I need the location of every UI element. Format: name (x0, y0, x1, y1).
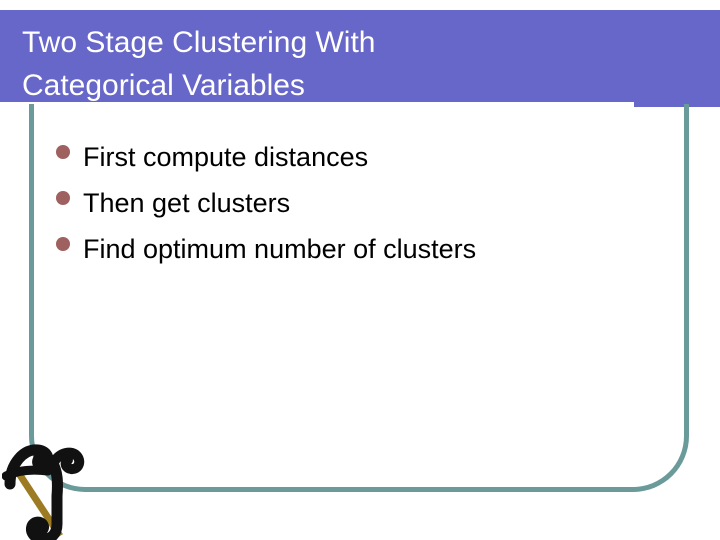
bullet-dot-icon (56, 145, 70, 159)
list-item-label: First compute distances (83, 142, 369, 172)
script-letter-f-monogram-icon (2, 444, 85, 540)
title-banner: Two Stage Clustering With Categorical Va… (0, 10, 720, 108)
list-item: Then get clusters (56, 180, 656, 226)
bullet-dot-icon (56, 237, 70, 251)
list-item-label: Then get clusters (83, 188, 291, 218)
slide-title: Two Stage Clustering With Categorical Va… (22, 26, 376, 102)
list-item: Find optimum number of clusters (56, 226, 656, 272)
monogram-stem-icon (4, 444, 63, 540)
monogram-flourish-icon (49, 447, 85, 475)
bullet-list: First compute distances Then get cluster… (56, 134, 656, 272)
monogram-crossbar-icon (2, 465, 53, 481)
list-item: First compute distances (56, 134, 656, 180)
bullet-dot-icon (56, 191, 70, 205)
list-item-label: Find optimum number of clusters (83, 234, 477, 264)
title-underline-rule (0, 102, 634, 108)
